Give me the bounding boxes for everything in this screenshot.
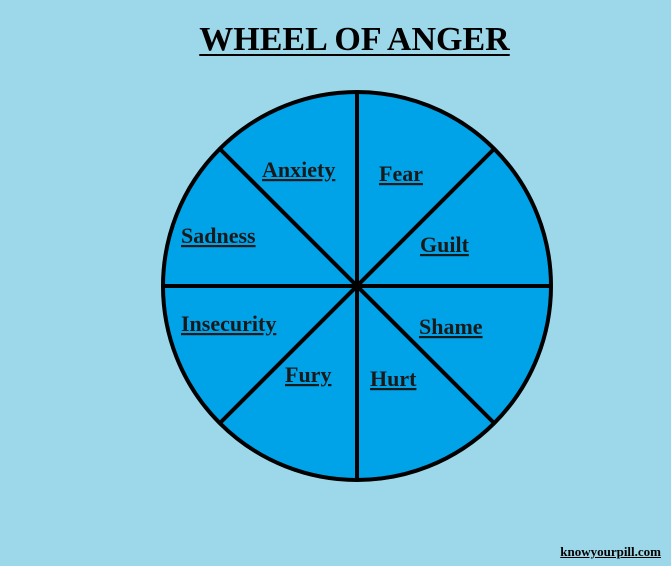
wheel-divider-4 xyxy=(219,148,495,424)
segment-label-insecurity: Insecurity xyxy=(181,311,276,336)
segment-label-hurt: Hurt xyxy=(370,366,417,391)
segment-label-guilt: Guilt xyxy=(420,232,470,257)
segment-label-fury: Fury xyxy=(285,362,331,387)
segment-label-sadness: Sadness xyxy=(181,223,256,248)
segment-label-fear: Fear xyxy=(379,161,423,186)
wheel-spokes xyxy=(164,93,550,479)
page-title: WHEEL OF ANGER xyxy=(199,21,510,58)
segment-label-anxiety: Anxiety xyxy=(262,157,335,182)
segment-labels: Fear Guilt Shame Hurt Fury Insecurity Sa… xyxy=(181,157,483,391)
anger-wheel xyxy=(161,90,553,482)
source-credit: knowyourpill.com xyxy=(560,544,661,559)
segment-label-shame: Shame xyxy=(419,314,483,339)
